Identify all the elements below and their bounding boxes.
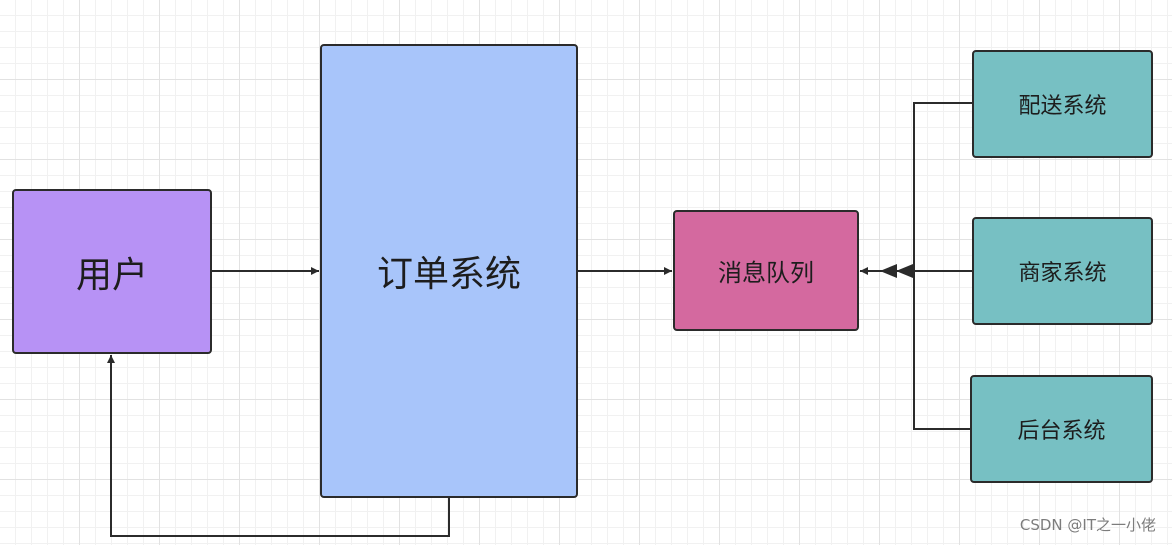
message-queue-node: 消息队列 bbox=[673, 210, 859, 331]
backend-system-node: 后台系统 bbox=[970, 375, 1153, 483]
merchant-system-label: 商家系统 bbox=[1018, 261, 1107, 286]
merge-arrow-head bbox=[880, 264, 897, 278]
message-queue-label: 消息队列 bbox=[718, 259, 814, 287]
delivery-system-label: 配送系统 bbox=[1018, 94, 1107, 119]
order-system-node: 订单系统 bbox=[320, 44, 578, 498]
order-system-label: 订单系统 bbox=[376, 254, 521, 295]
user-node: 用户 bbox=[12, 189, 212, 354]
watermark: CSDN @IT之一小佬 bbox=[1019, 516, 1156, 534]
edge-backend-to-mq bbox=[913, 271, 970, 430]
merge-arrow-head-2 bbox=[896, 264, 913, 278]
edge-order-to-user bbox=[107, 355, 450, 537]
edge-delivery-to-mq bbox=[913, 102, 972, 271]
delivery-system-node: 配送系统 bbox=[972, 50, 1153, 158]
user-label: 用户 bbox=[75, 254, 148, 296]
backend-system-label: 后台系统 bbox=[1017, 419, 1106, 444]
merchant-system-node: 商家系统 bbox=[972, 217, 1153, 325]
